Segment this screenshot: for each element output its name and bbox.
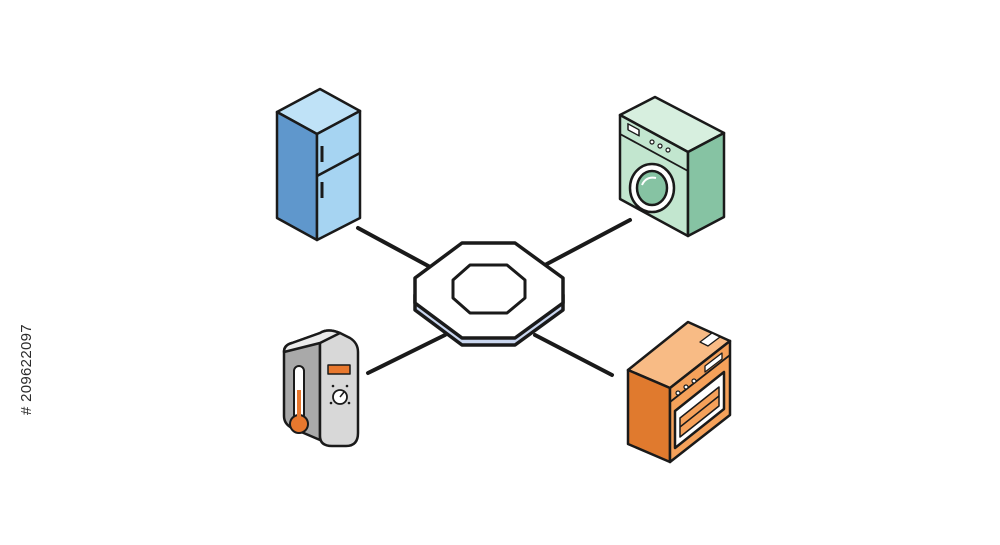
link-refrigerator	[356, 226, 434, 270]
washer-door-shine	[641, 176, 657, 186]
thermostat-dial-mark	[339, 391, 345, 398]
fridge-door-split	[316, 151, 361, 178]
washer-button-1	[649, 139, 655, 145]
stock-id-text: # 209622097	[18, 324, 35, 415]
oven-rack	[679, 395, 720, 428]
washer-panel-line	[619, 133, 689, 172]
thermostat-icon	[282, 329, 360, 448]
oven-knob-3	[691, 378, 697, 384]
link-oven	[533, 333, 614, 377]
thermometer-level	[297, 390, 301, 420]
thermostat-display	[327, 364, 351, 375]
link-washing-machine	[543, 218, 632, 267]
refrigerator-icon	[275, 87, 362, 242]
stock-id-watermark: # 209622097	[18, 324, 35, 415]
hub-icon	[413, 241, 565, 347]
link-thermostat	[366, 333, 447, 375]
washing-machine-icon	[618, 95, 726, 238]
oven-knob-1	[675, 390, 681, 396]
connection-lines	[356, 218, 632, 377]
thermostat-dot-3	[329, 401, 333, 405]
thermostat-front	[318, 329, 360, 448]
washer-side	[686, 131, 726, 238]
oven-icon	[626, 320, 732, 464]
thermostat-dot-4	[347, 401, 351, 405]
thermostat-top	[282, 329, 342, 354]
washer-button-3	[665, 147, 671, 153]
oven-top-panel	[699, 332, 721, 347]
hub-inner-hexagon	[451, 263, 527, 315]
fridge-side	[275, 110, 319, 242]
oven-display	[704, 352, 723, 373]
washer-button-2	[657, 143, 663, 149]
washer-display	[627, 123, 640, 137]
oven-knob-2	[683, 384, 689, 390]
fridge-front	[315, 109, 362, 242]
washer-door-glass	[635, 169, 669, 207]
thermostat-dot-1	[331, 384, 335, 388]
thermostat-dot-2	[345, 384, 349, 388]
